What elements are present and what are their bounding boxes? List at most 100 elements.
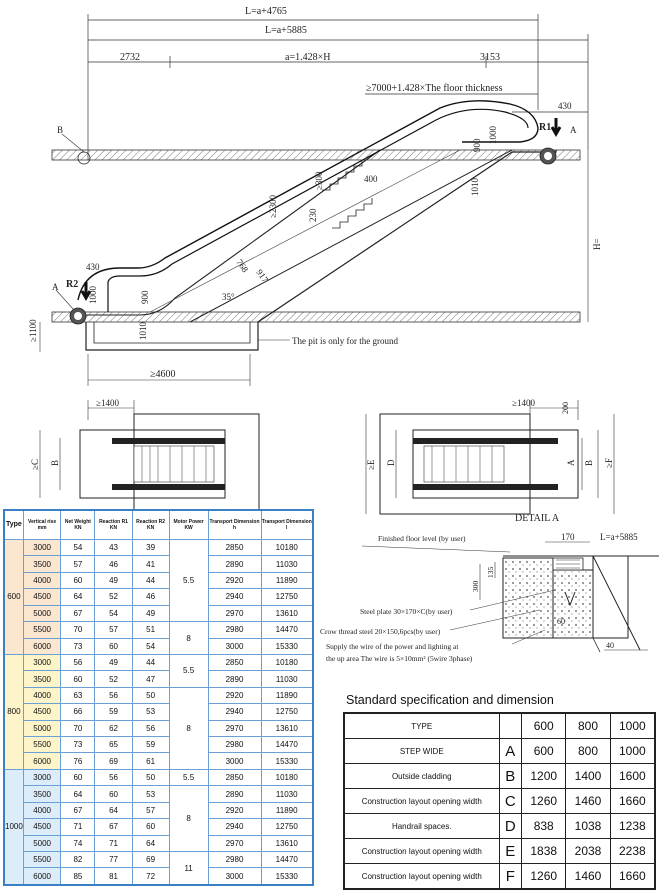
cell-vertical-rise: 6000 [22,637,62,655]
cell-motor-power: 8 [168,686,209,770]
total-length-1: L=a+4765 [245,6,287,17]
detail-finished-floor: Finished floor level (by user) [378,534,466,543]
std-value: 1838 [521,838,567,864]
cell-reaction-r2: 47 [131,670,170,688]
plan-f: ≥F [604,458,614,468]
plan-left-dim: ≥1400 [96,398,119,408]
cell-net-weight: 74 [60,834,96,853]
detail-dim-170: 170 [561,532,575,542]
cell-transport-l: 11890 [260,801,314,820]
cell-transport-h: 2980 [207,621,262,639]
cell-transport-h: 3000 [207,867,262,886]
std-value: 1600 [609,763,656,789]
top-dimension-lines [87,14,589,160]
std-value: 1038 [565,813,611,839]
cell-reaction-r1: 52 [94,670,133,688]
std-value: 800 [565,712,611,739]
dim-top-1010: 1010 [470,178,480,197]
std-value: 600 [521,738,567,764]
std-label: Construction layout opening width [343,788,500,814]
detail-steel-plate: Steel plate 30×170×C(by user) [360,607,453,616]
std-value: 1660 [609,788,656,814]
cell-reaction-r2: 59 [131,736,170,754]
cell-reaction-r1: 71 [94,834,133,853]
std-letter: C [498,788,523,814]
cell-vertical-rise: 6000 [22,867,62,886]
cell-transport-l: 14470 [260,851,314,869]
cell-net-weight: 60 [60,571,96,590]
cell-transport-l: 14470 [260,736,314,754]
cell-reaction-r2: 41 [131,555,170,573]
dim-bottom-offset: 430 [86,262,100,272]
std-value: 600 [521,712,567,739]
cell-vertical-rise: 3500 [22,555,62,573]
cell-reaction-r2: 51 [131,621,170,639]
cell-vertical-rise: 5000 [22,834,62,853]
std-value: 800 [565,738,611,764]
cell-reaction-r1: 69 [94,752,133,770]
cell-transport-l: 10180 [260,653,314,672]
cell-reaction-r2: 53 [131,703,170,721]
plan-view-left [39,400,260,515]
dim-230: 230 [308,208,318,222]
cell-transport-h: 2920 [207,571,262,590]
elevation-view [39,100,589,386]
std-value: 1000 [609,712,656,739]
std-value: 838 [521,813,567,839]
cell-vertical-rise: 5500 [22,851,62,869]
cell-transport-h: 2970 [207,719,262,738]
std-label: TYPE [343,712,500,739]
cell-reaction-r1: 56 [94,686,133,705]
dim-angle: 35° [222,292,235,302]
std-table-title: Standard specification and dimension [346,693,554,707]
header-motor-power: Motor Power KW [168,509,209,540]
cell-transport-l: 12750 [260,818,314,836]
cell-net-weight: 67 [60,801,96,820]
cell-reaction-r2: 53 [131,785,170,803]
detail-dim-40: 40 [606,641,614,650]
plan-b2: B [584,460,594,466]
cell-transport-l: 11890 [260,686,314,705]
dim-step-400: 400 [364,174,378,184]
spec-header-row: Type Vertical rise mm Net Weight KN Reac… [3,509,314,540]
plan-right-dim: ≥1400 [512,398,535,408]
cell-vertical-rise: 3000 [22,538,62,557]
cell-vertical-rise: 6000 [22,752,62,770]
std-value: 1260 [521,788,567,814]
header-net-weight: Net Weight KN [60,509,96,540]
detail-supply-1: Supply the wire of the power and lightin… [326,642,459,651]
cell-reaction-r1: 57 [94,621,133,639]
dim-top-900: 900 [472,138,482,152]
dim-clearance-2300: ≥2300 [268,195,278,218]
std-letter: B [498,763,523,789]
std-letter [498,712,523,739]
std-value: 1460 [565,788,611,814]
cell-reaction-r1: 49 [94,653,133,672]
cell-transport-h: 2970 [207,604,262,623]
dim-right-end: 3153 [480,52,500,63]
cell-transport-h: 2850 [207,653,262,672]
dim-bottom-1010: 1010 [138,322,148,341]
cell-vertical-rise: 5500 [22,621,62,639]
std-value: 1200 [521,763,567,789]
std-label: Construction layout opening width [343,838,500,864]
cell-vertical-rise: 4000 [22,801,62,820]
std-label: STEP WIDE [343,738,500,764]
label-a-bottom: A [52,282,59,292]
cell-transport-l: 15330 [260,752,314,770]
cell-vertical-rise: 4000 [22,686,62,705]
std-letter: F [498,863,523,890]
std-value: 1660 [609,863,656,890]
std-value: 2038 [565,838,611,864]
cell-transport-h: 2940 [207,818,262,836]
